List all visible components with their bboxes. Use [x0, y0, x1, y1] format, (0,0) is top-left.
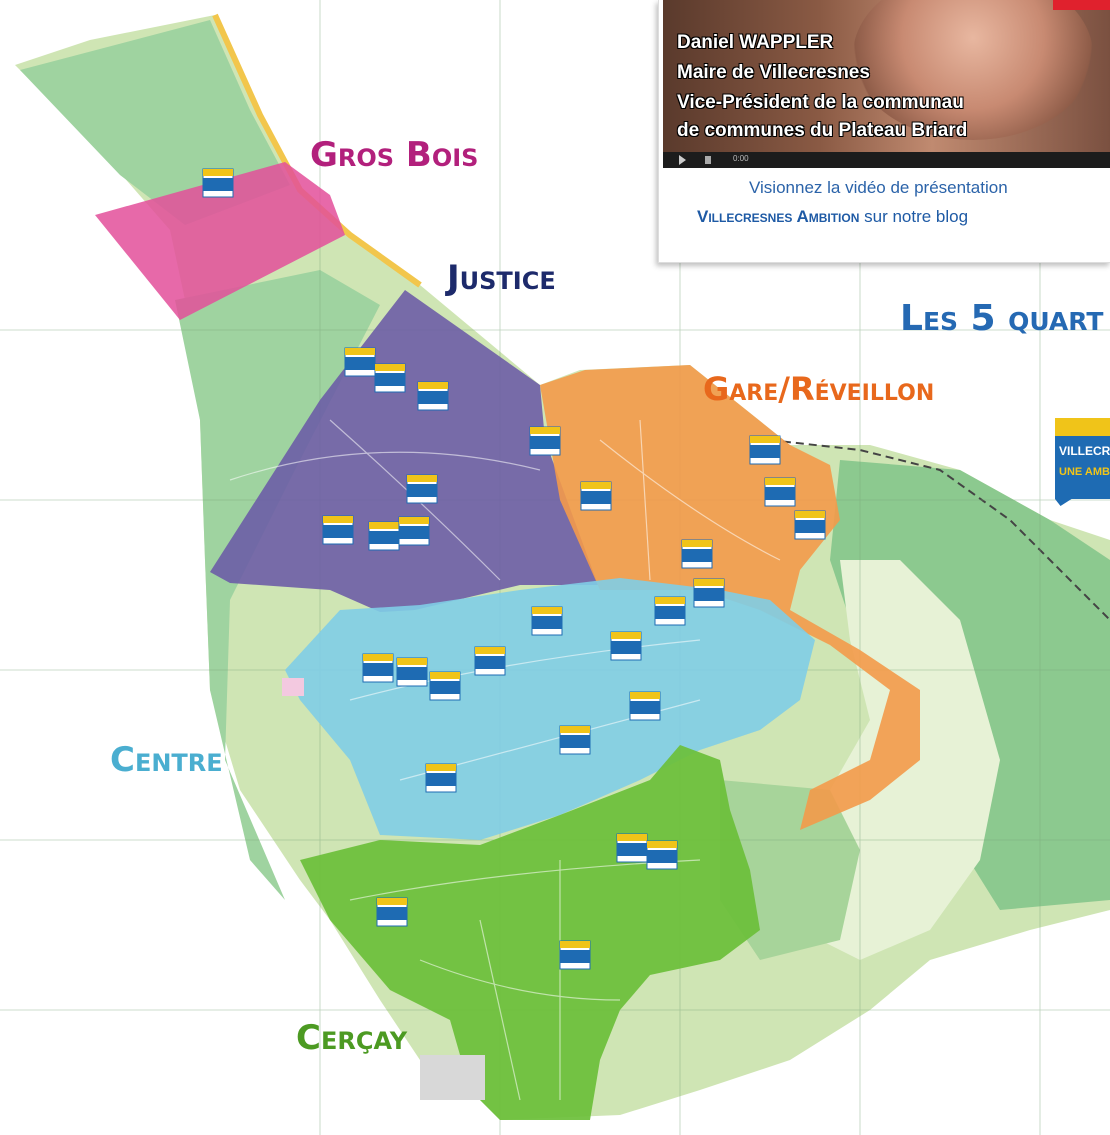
building-block [282, 678, 304, 696]
label-justice: Justice [447, 258, 556, 298]
railway [769, 439, 1110, 621]
speaker-role-3: de communes du Plateau Briard [677, 120, 968, 141]
caption-line-2[interactable]: Villecresnes Ambition sur notre blog [697, 207, 968, 227]
facility-marker[interactable] [646, 840, 678, 870]
caption-brand[interactable]: Villecresnes Ambition [697, 207, 860, 226]
video-player[interactable]: Daniel WAPPLER Maire de Villecresnes Vic… [663, 0, 1110, 168]
facility-marker[interactable] [794, 510, 826, 540]
villecresnes-logo: VILLECR UNE AMB [1055, 418, 1110, 506]
facility-marker[interactable] [425, 763, 457, 793]
label-centre: Centre [110, 740, 223, 780]
speaker-glasses [1053, 0, 1110, 10]
label-gare-reveillon: Gare/Réveillon [703, 370, 935, 408]
west-park [175, 270, 380, 900]
facility-marker[interactable] [616, 833, 648, 863]
facility-marker[interactable] [654, 596, 686, 626]
facility-marker[interactable] [681, 539, 713, 569]
facility-marker[interactable] [322, 515, 354, 545]
building-block [420, 1055, 485, 1100]
facility-marker[interactable] [398, 516, 430, 546]
speaker-name: Daniel WAPPLER [677, 32, 834, 53]
caption-line-1: Visionnez la vidéo de présentation [749, 178, 1008, 197]
page-heading: Les 5 quart [900, 298, 1104, 339]
video-time: 0:00 [733, 154, 749, 163]
facility-marker[interactable] [610, 631, 642, 661]
video-controls: 0:00 [663, 152, 1110, 168]
facility-marker[interactable] [374, 363, 406, 393]
district-justice[interactable] [210, 290, 598, 612]
facility-marker[interactable] [344, 347, 376, 377]
facility-marker[interactable] [764, 477, 796, 507]
facility-marker[interactable] [693, 578, 725, 608]
district-centre[interactable] [285, 578, 815, 840]
facility-marker[interactable] [749, 435, 781, 465]
speaker-portrait [853, 0, 1093, 140]
facility-marker[interactable] [406, 474, 438, 504]
facility-marker[interactable] [474, 646, 506, 676]
video-panel: Daniel WAPPLER Maire de Villecresnes Vic… [658, 0, 1110, 263]
play-icon[interactable] [679, 155, 686, 165]
logo-top-band [1055, 418, 1110, 436]
label-cercay: Cerçay [296, 1018, 408, 1058]
facility-marker[interactable] [362, 653, 394, 683]
facility-marker[interactable] [417, 381, 449, 411]
speaker-role-2: Vice-Président de la communau [677, 92, 964, 113]
facility-marker[interactable] [376, 897, 408, 927]
facility-marker[interactable] [629, 691, 661, 721]
facility-marker[interactable] [531, 606, 563, 636]
facility-marker[interactable] [580, 481, 612, 511]
logo-line-2: UNE AMB [1059, 466, 1110, 478]
volume-icon[interactable] [705, 156, 711, 164]
facility-marker[interactable] [559, 725, 591, 755]
facility-marker[interactable] [429, 671, 461, 701]
label-gros-bois: Gros Bois [310, 135, 479, 175]
facility-marker[interactable] [529, 426, 561, 456]
district-gros-bois[interactable] [95, 162, 345, 320]
facility-marker[interactable] [559, 940, 591, 970]
facility-marker[interactable] [202, 168, 234, 198]
speaker-role-1: Maire de Villecresnes [677, 62, 870, 83]
logo-line-1: VILLECR [1059, 444, 1110, 458]
caption-rest: sur notre blog [864, 207, 969, 226]
marker-layer [202, 168, 826, 970]
facility-marker[interactable] [396, 657, 428, 687]
facility-marker[interactable] [368, 521, 400, 551]
